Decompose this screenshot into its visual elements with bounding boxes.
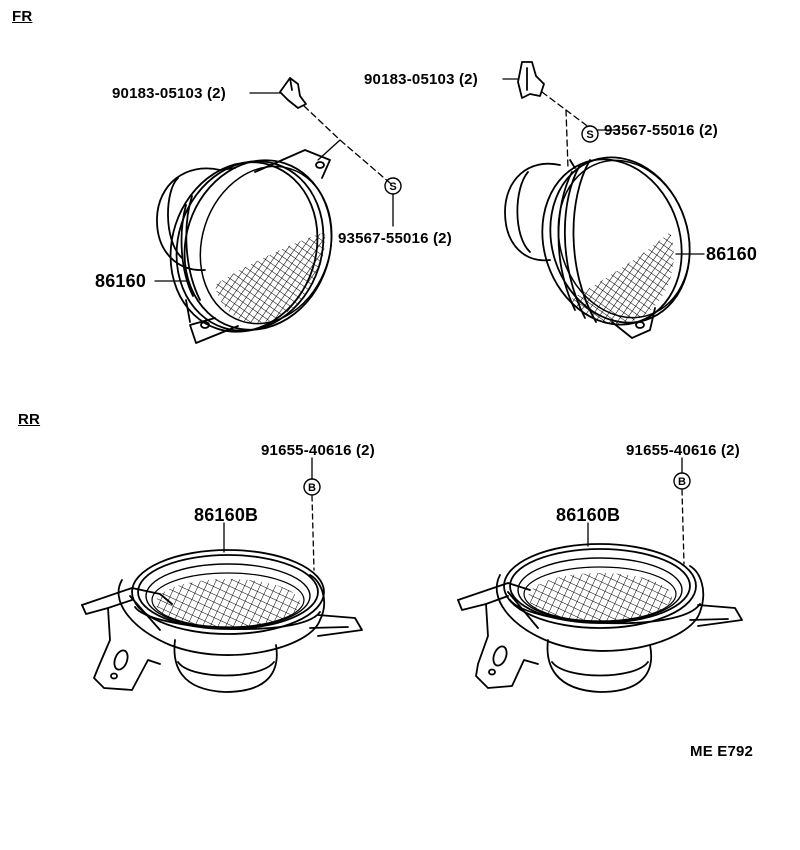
fr-right-clip (517, 61, 545, 99)
fr-right-screw-part-number: 93567-55016 (2) (604, 122, 718, 139)
diagram-code: ME E792 (690, 743, 754, 760)
fr-right-clip-part-number: 90183-05103 (2) (364, 71, 478, 88)
fr-left-screw-part-number: 93567-55016 (2) (338, 230, 452, 247)
rr-left-speaker (81, 549, 363, 693)
section-label-front: FR (12, 8, 33, 25)
fr-left-clip (279, 77, 307, 109)
rr-right-speaker-part-number: 86160B (556, 505, 621, 525)
rr-right-bolt-symbol: B (678, 476, 686, 488)
fr-right-screw-marker (581, 125, 599, 143)
rr-right-speaker (457, 543, 743, 693)
fr-left-clip-part-number: 90183-05103 (2) (112, 85, 226, 102)
fr-left-speaker-part-number: 86160 (95, 271, 147, 291)
rr-left-bolt-part-number: 91655-40616 (2) (261, 442, 375, 459)
fr-left-screw-symbol: S (389, 181, 396, 193)
rr-left-bolt-symbol: B (308, 482, 316, 494)
fr-right-speaker-part-number: 86160 (706, 244, 758, 264)
rr-right-bolt-part-number: 91655-40616 (2) (626, 442, 740, 459)
rr-left-speaker-part-number: 86160B (194, 505, 259, 525)
section-label-rear: RR (18, 411, 41, 428)
fr-right-screw-symbol: S (586, 129, 593, 141)
